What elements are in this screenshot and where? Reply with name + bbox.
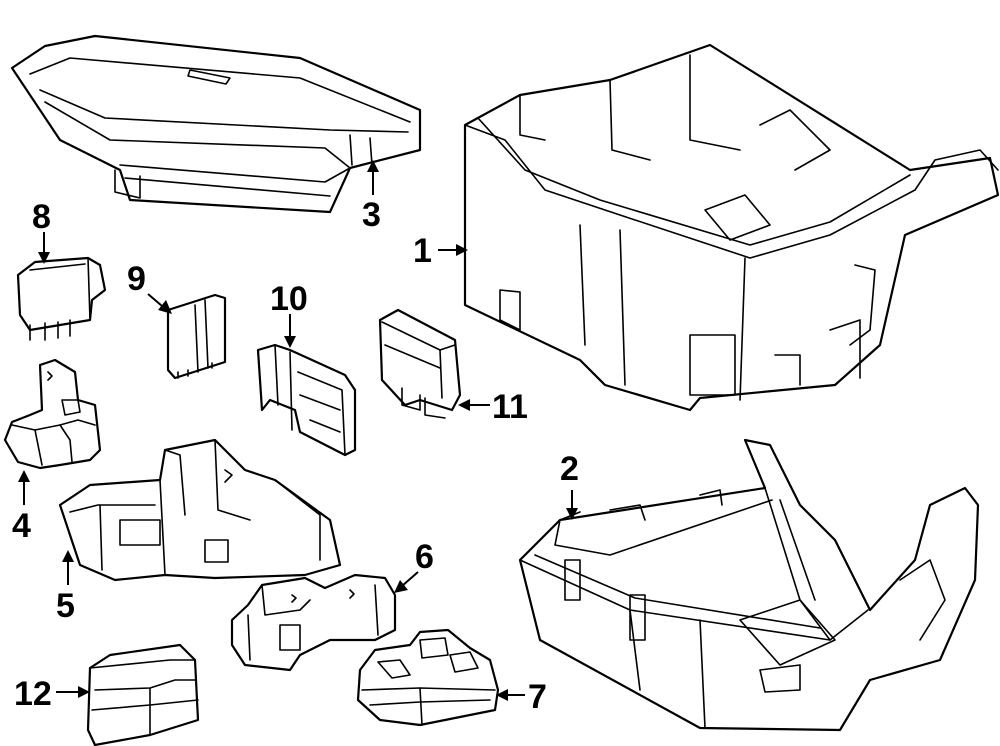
callout-8: 8 (32, 198, 51, 264)
callout-label-11: 11 (492, 388, 528, 426)
callout-label-2: 2 (560, 450, 579, 488)
callout-label-8: 8 (32, 198, 51, 236)
callout-7: 7 (496, 678, 547, 716)
part-2-lower-box[interactable] (518, 438, 980, 732)
callout-6: 6 (394, 538, 434, 593)
callout-label-9: 9 (127, 260, 146, 298)
callout-5: 5 (56, 550, 75, 625)
callout-2: 2 (560, 450, 579, 520)
part-6-bracket[interactable] (230, 573, 397, 672)
callout-4: 4 (12, 470, 31, 545)
part-7-fuse-block[interactable] (356, 628, 500, 727)
callout-9: 9 (127, 260, 172, 314)
callout-label-3: 3 (362, 196, 381, 234)
part-1-main-box[interactable] (463, 43, 1000, 412)
callout-12: 12 (14, 675, 90, 713)
part-10-bracket[interactable] (256, 343, 357, 457)
callout-label-5: 5 (56, 587, 75, 625)
callout-11: 11 (458, 388, 528, 426)
callout-label-7: 7 (528, 678, 547, 716)
callout-label-10: 10 (270, 280, 308, 318)
part-3-cover[interactable] (10, 34, 422, 214)
part-8-relay[interactable] (16, 256, 107, 341)
callout-label-4: 4 (12, 507, 31, 545)
part-12-relay-block[interactable] (86, 643, 200, 746)
callout-label-6: 6 (415, 538, 434, 576)
callout-label-1: 1 (413, 232, 432, 270)
part-9-plate[interactable] (166, 293, 227, 380)
part-5-bracket[interactable] (58, 438, 342, 582)
part-4-bracket[interactable] (3, 358, 102, 470)
part-11-connector[interactable] (378, 308, 462, 419)
callout-3: 3 (362, 160, 381, 234)
callout-label-12: 12 (14, 675, 52, 713)
callout-1: 1 (413, 232, 468, 270)
callout-10: 10 (270, 280, 308, 348)
